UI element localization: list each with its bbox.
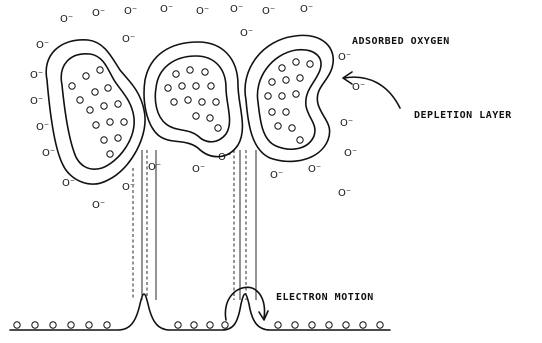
- electron-motion-arrow: [225, 287, 268, 320]
- oxygen-ion: O⁻: [230, 4, 243, 15]
- oxygen-ion: O⁻: [300, 4, 313, 15]
- oxygen-ion: O⁻: [240, 28, 253, 39]
- oxygen-ion: O⁻: [92, 200, 105, 211]
- electron-motion-label: ELECTRON MOTION: [276, 292, 374, 303]
- oxygen-ion: O⁻: [36, 40, 49, 51]
- oxygen-ion: O⁻: [338, 52, 351, 63]
- oxygen-ion: O⁻: [344, 148, 357, 159]
- grain-1-outline: [46, 40, 145, 184]
- oxygen-ion: O⁻: [122, 34, 135, 45]
- grain-2-electrons: [165, 67, 221, 131]
- oxygen-ion: O⁻: [60, 14, 73, 25]
- grain-1-electrons: [69, 67, 127, 157]
- oxygen-ion: O⁻: [30, 96, 43, 107]
- oxygen-ion: O⁻: [340, 118, 353, 129]
- oxygen-ion: O⁻: [160, 4, 173, 15]
- oxygen-ion: O⁻: [308, 164, 321, 175]
- oxygen-ion: O⁻: [36, 122, 49, 133]
- oxygen-ion: O⁻: [192, 164, 205, 175]
- oxygen-ion: O⁻: [62, 178, 75, 189]
- depletion-layer-label: DEPLETION LAYER: [414, 110, 512, 121]
- oxygen-ion: O⁻: [124, 6, 137, 17]
- oxygen-ion: O⁻: [338, 188, 351, 199]
- oxygen-ion: O⁻: [30, 70, 43, 81]
- adsorbed-oxygen-label: ADSORBED OXYGEN: [352, 36, 450, 47]
- oxygen-ion: O⁻: [352, 82, 365, 93]
- oxygen-ion: O⁻: [262, 6, 275, 17]
- oxygen-ion: O⁻: [270, 170, 283, 181]
- oxygen-ion: O⁻: [92, 8, 105, 19]
- baseline-electrons: [14, 322, 383, 328]
- oxygen-ion: O⁻: [42, 148, 55, 159]
- oxygen-ion: O⁻: [196, 6, 209, 17]
- oxygen-ion: O⁻: [218, 152, 231, 163]
- oxygen-ion: O⁻: [148, 162, 161, 173]
- adsorbed-oxygen-ions: O⁻ O⁻ O⁻ O⁻ O⁻ O⁻ O⁻ O⁻ O⁻ O⁻ O⁻ O⁻ O⁻ O…: [30, 4, 365, 211]
